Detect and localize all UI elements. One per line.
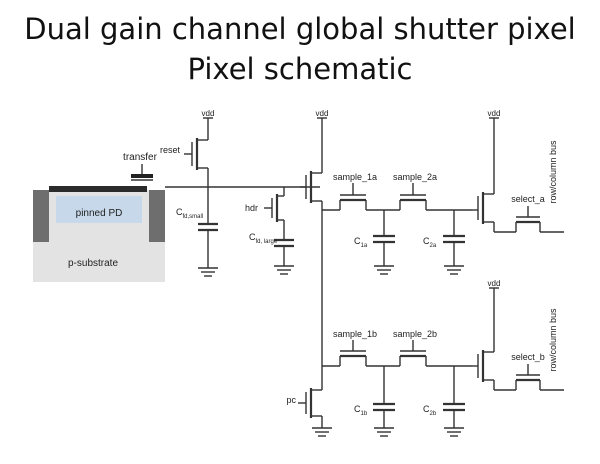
select-a-label: select_a xyxy=(511,194,545,204)
cfd-large-label: Cfd, large xyxy=(249,232,278,245)
c2a-label: C2a xyxy=(423,236,437,249)
hdr-label: hdr xyxy=(245,203,258,213)
reset-label: reset xyxy=(160,145,181,155)
pc-label: pc xyxy=(286,395,296,405)
transfer-gate: transfer xyxy=(123,152,158,181)
channel-a: sample_1a sample_2a C1a C2a vdd xyxy=(322,109,564,275)
source-follower-transistor: vdd xyxy=(300,109,328,203)
sample-2a-label: sample_2a xyxy=(393,172,437,182)
pinning-layer xyxy=(49,186,147,192)
cfd-small-label: Cfd,small xyxy=(176,207,203,220)
pinned-pd-label: pinned PD xyxy=(76,208,123,219)
c1a-label: C1a xyxy=(354,236,368,249)
trench-isolation-left xyxy=(33,190,49,242)
sample-2b-label: sample_2b xyxy=(393,329,437,339)
pinned-pd-region xyxy=(56,196,142,223)
reset-transistor: vdd reset xyxy=(160,109,214,224)
precharge-transistor: pc xyxy=(286,388,332,437)
vdd-label-a: vdd xyxy=(488,109,501,118)
photodiode-cross-section: pinned PD p-substrate xyxy=(33,186,165,282)
sample-1b-label: sample_1b xyxy=(333,329,377,339)
diagram-subtitle: Pixel schematic xyxy=(187,52,413,86)
cfd-small-capacitor: Cfd,small xyxy=(176,207,218,277)
row-column-bus-b-label: row/column bus xyxy=(548,308,558,372)
hdr-transistor: hdr xyxy=(245,187,285,240)
c2b-label: C2b xyxy=(423,404,437,417)
channel-b: sample_1b sample_2b C1b C2b vdd xyxy=(322,279,564,437)
transfer-label: transfer xyxy=(123,152,158,163)
trench-isolation-right xyxy=(149,190,165,242)
row-column-bus-a-label: row/column bus xyxy=(548,140,558,204)
cfd-large-capacitor: Cfd, large xyxy=(249,232,294,275)
c1b-label: C1b xyxy=(354,404,368,417)
p-substrate-label: p-substrate xyxy=(68,258,118,269)
vdd-label-b: vdd xyxy=(488,279,501,288)
sample-1a-label: sample_1a xyxy=(333,172,377,182)
select-b-label: select_b xyxy=(511,352,545,362)
diagram-title: Dual gain channel global shutter pixel xyxy=(24,12,576,46)
vdd-label-reset: vdd xyxy=(202,109,215,118)
vdd-label-sf: vdd xyxy=(316,109,329,118)
